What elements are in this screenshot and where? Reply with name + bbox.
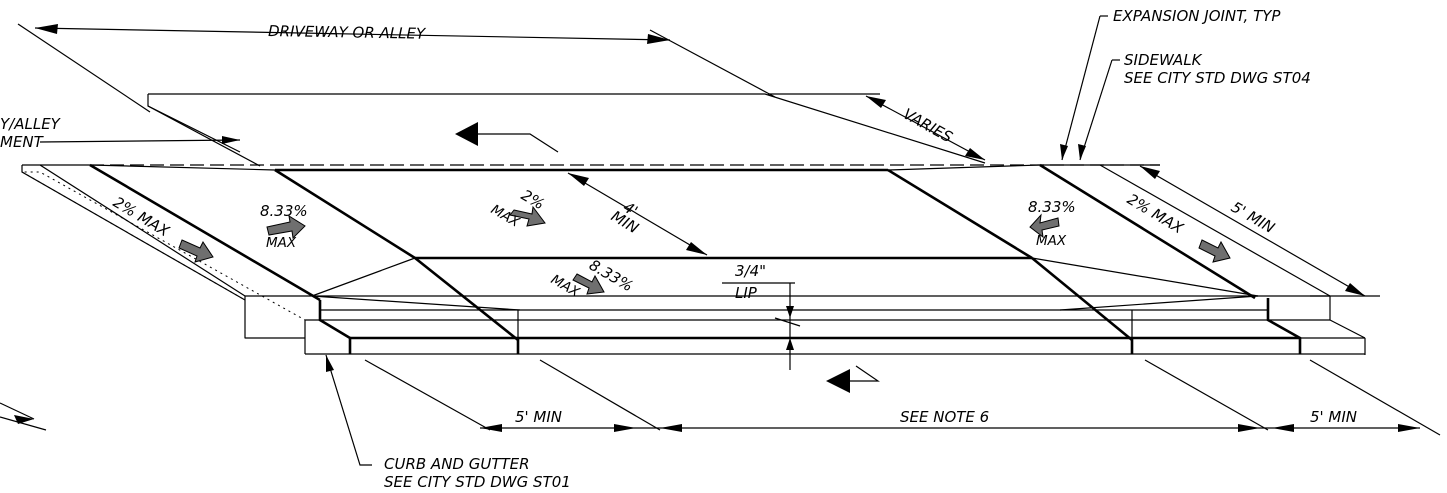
varies-label: VARIES (900, 105, 956, 147)
slope-833-left-max-label: MAX (266, 235, 297, 251)
flow-arrow-upper (455, 122, 559, 153)
curb-std-dwg-label: SEE CITY STD DWG ST01 (384, 473, 571, 491)
see-note-6-label: SEE NOTE 6 (900, 408, 989, 426)
curb-and-gutter (244, 295, 1366, 355)
slope-2pct-max-left-label: 2% MAX (110, 193, 173, 241)
dimension-lines (0, 23, 1441, 436)
five-ft-min-bottom-right-label: 5' MIN (1310, 408, 1357, 426)
slope-arrow-833-right-icon (1029, 213, 1060, 239)
slope-833-left-label: 8.33% (260, 202, 308, 220)
curb-and-gutter-label: CURB AND GUTTER (384, 455, 530, 473)
slope-arrow-right-icon (1198, 239, 1231, 263)
slope-arrow-2pct-center-icon (509, 205, 546, 227)
slope-arrow-833-left-icon (266, 214, 306, 240)
slope-arrow-833-center-icon (572, 273, 605, 295)
left-section-cut (20, 164, 306, 339)
sidewalk-label: SIDEWALK (1124, 51, 1203, 69)
flow-arrow-lower (826, 365, 880, 393)
alley-pavement-label-line2: MENT (0, 133, 45, 151)
slope-833-right-max-label: MAX (1036, 233, 1067, 249)
lip-dim-label: 3/4" (735, 262, 766, 280)
lip-label: LIP (735, 284, 758, 302)
apron-outline (89, 163, 1331, 342)
alley-pavement-label-line1: Y/ALLEY (0, 115, 62, 133)
driveway-or-alley-label: DRIVEWAY OR ALLEY (268, 22, 427, 43)
expansion-joint-label: EXPANSION JOINT, TYP (1113, 7, 1281, 25)
five-ft-min-bottom-left-label: 5' MIN (515, 408, 562, 426)
slope-arrow-left-icon (178, 239, 214, 263)
leader-lines (39, 15, 1120, 466)
slope-833-right-label: 8.33% (1028, 198, 1076, 216)
sidewalk-std-dwg-label: SEE CITY STD DWG ST04 (1124, 69, 1311, 87)
slope-2pct-center-label: 2% (518, 186, 548, 213)
slope-2pct-center-max-label: MAX (488, 202, 523, 231)
driveway-slab (147, 93, 986, 167)
